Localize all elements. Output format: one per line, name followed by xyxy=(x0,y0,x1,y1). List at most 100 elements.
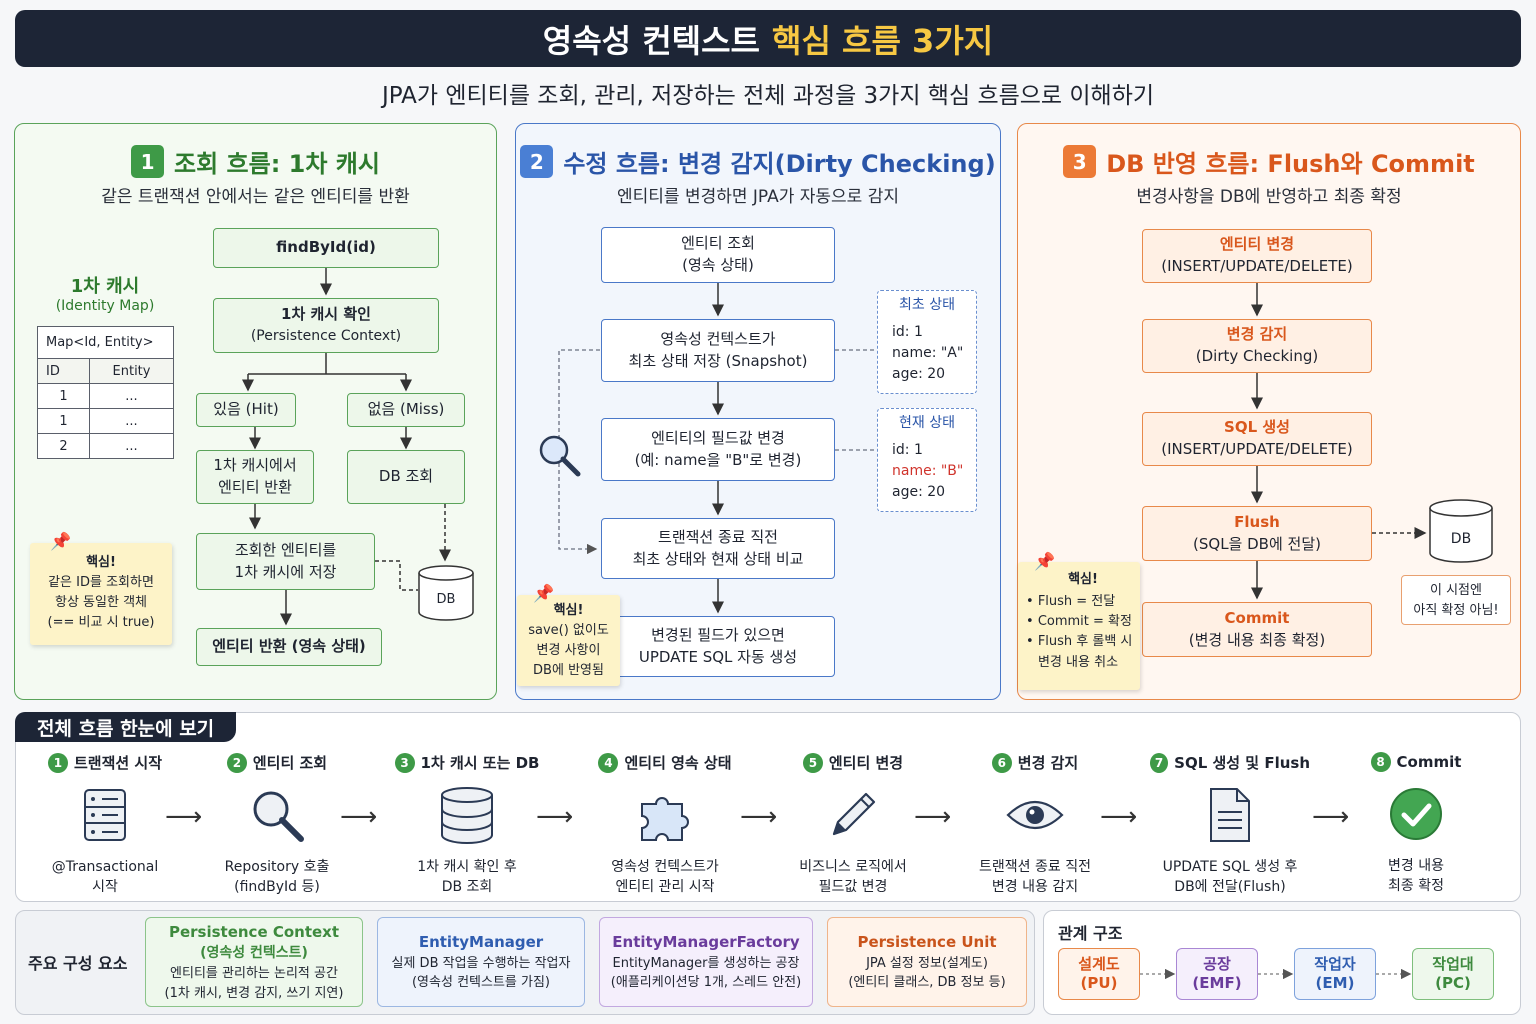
p3-box-sql-gen: SQL 생성 (INSERT/UPDATE/DELETE) xyxy=(1142,412,1372,466)
step-number: 8 xyxy=(1370,752,1391,772)
current-name: name: "B" xyxy=(892,463,964,479)
magnifier-icon xyxy=(539,435,581,477)
p1-note-line1: 같은 ID를 조회하면 xyxy=(48,575,154,591)
step-desc: 1차 캐시 확인 후 xyxy=(417,859,517,875)
p2-b1-line2: (영속 상태) xyxy=(682,256,754,274)
step-desc: 변경 내용 감지 xyxy=(991,879,1079,896)
database-icon xyxy=(1429,499,1493,563)
p3-note-line3: • Flush 후 롤백 시 xyxy=(1026,634,1133,650)
current-state-card: 현재 상태 id: 1 name: "B" age: 20 xyxy=(877,408,977,512)
rel-b: (EM) xyxy=(1315,974,1355,992)
comp-desc: (1차 캐시, 변경 감지, 쓰기 지연) xyxy=(164,985,344,1001)
p3-b1-sub: (INSERT/UPDATE/DELETE) xyxy=(1161,257,1353,275)
title-highlight: 핵심 흐름 3가지 xyxy=(772,21,994,60)
step-desc: DB에 전달(Flush) xyxy=(1174,879,1286,896)
cache-col-entity: Entity xyxy=(89,358,174,384)
arrow-right-icon: ⟶ xyxy=(740,802,778,832)
p3-b5-sub: (변경 내용 최종 확정) xyxy=(1188,630,1326,649)
panel1-subtitle: 같은 트랜잭션 안에서는 같은 엔티티를 반환 xyxy=(101,187,410,207)
arrow-right-icon: ⟶ xyxy=(914,802,952,832)
p2-note-line3: DB에 반영됨 xyxy=(533,663,604,679)
panel2-number: 2 xyxy=(520,145,554,178)
step-desc: 엔티티 관리 시작 xyxy=(615,879,715,896)
step-desc: 변경 내용 xyxy=(1388,858,1444,874)
p3-b4-sub: (SQL을 DB에 전달) xyxy=(1193,534,1321,553)
component-entity-manager-factory: EntityManagerFactory EntityManager를 생성하는… xyxy=(599,917,813,1007)
current-id: id: 1 xyxy=(892,442,923,458)
comp-desc: (영속성 컨텍스트를 가짐) xyxy=(411,975,550,991)
relation-emf: 공장(EMF) xyxy=(1176,948,1258,1000)
eye-icon xyxy=(955,779,1115,851)
component-persistence-unit: Persistence Unit JPA 설정 정보(설계도) (엔티티 클래스… xyxy=(827,917,1027,1007)
p3-b2-title: 변경 감지 xyxy=(1226,325,1288,344)
panel1-key-note: 핵심! 같은 ID를 조회하면 항상 동일한 객체 (== 비교 시 true) xyxy=(30,543,172,645)
check-circle-icon xyxy=(1336,778,1496,850)
step-head: SQL 생성 및 Flush xyxy=(1174,754,1310,772)
comp-desc: JPA 설정 정보(설계도) xyxy=(866,955,988,971)
p3-b3-sub: (INSERT/UPDATE/DELETE) xyxy=(1161,440,1353,458)
panel1-title: 1 조회 흐름: 1차 캐시 xyxy=(15,144,496,179)
comp-desc: (애플리케이션당 1개, 스레드 안전) xyxy=(610,975,802,991)
p2-box-snapshot: 영속성 컨텍스트가 최초 상태 저장 (Snapshot) xyxy=(601,319,835,382)
db-note-line2: 아직 확정 아님! xyxy=(1413,602,1499,618)
rel-a: 공장 xyxy=(1203,954,1231,973)
step-head: 엔티티 영속 상태 xyxy=(624,754,732,772)
pencil-icon xyxy=(773,779,933,851)
p2-note-title: 핵심! xyxy=(553,603,584,618)
rel-b: (PU) xyxy=(1080,974,1118,992)
pin-icon: 📌 xyxy=(1034,552,1056,572)
snapshot-state-card: 최초 상태 id: 1 name: "A" age: 20 xyxy=(877,290,977,394)
p3-db-label: DB xyxy=(1450,531,1472,547)
p1-note-line3: (== 비교 시 true) xyxy=(47,615,155,631)
final-return-box: 엔티티 반환 (영속 상태) xyxy=(196,628,382,666)
snapshot-id: id: 1 xyxy=(892,324,923,340)
p2-b3-line2: (예: name을 "B"로 변경) xyxy=(634,450,802,469)
p3-b2-sub: (Dirty Checking) xyxy=(1195,347,1319,365)
rel-a: 작업자 xyxy=(1314,954,1356,973)
p2-b1-line1: 엔티티 조회 xyxy=(681,234,755,253)
cache-cell: ... xyxy=(89,433,174,459)
p2-b5-line1: 변경된 필드가 있으면 xyxy=(651,625,785,644)
p1-db-label: DB xyxy=(436,592,456,607)
db-warning-callout: 이 시점엔 아직 확정 아님! xyxy=(1401,575,1511,625)
check-cache-box: 1차 캐시 확인 (Persistence Context) xyxy=(213,298,439,353)
comp-title-sub: (영속성 컨텍스트) xyxy=(200,945,308,962)
p2-note-line1: save() 없이도 xyxy=(528,623,609,639)
p3-note-line2: • Commit = 확정 xyxy=(1026,614,1132,630)
cache-table-header: Map<Id, Entity> xyxy=(37,326,174,359)
pin-icon: 📌 xyxy=(533,584,555,604)
panel2-key-note: 핵심! save() 없이도 변경 사항이 DB에 반영됨 xyxy=(517,595,620,686)
cache-title: 1차 캐시 xyxy=(70,276,140,297)
cache-subtitle: (Identity Map) xyxy=(55,298,155,314)
relation-em: 작업자(EM) xyxy=(1294,948,1376,1000)
db-query-box: DB 조회 xyxy=(347,450,465,504)
relation-pc: 작업대(PC) xyxy=(1412,948,1494,1000)
p2-b2-line2: 최초 상태 저장 (Snapshot) xyxy=(628,351,808,370)
store-line2: 1차 캐시에 저장 xyxy=(234,562,337,581)
puzzle-icon xyxy=(585,779,745,851)
step-desc: (findById 등) xyxy=(234,879,320,896)
step-desc: 필드값 변경 xyxy=(818,879,888,896)
panel3-subtitle: 변경사항을 DB에 반영하고 최종 확정 xyxy=(1136,187,1402,207)
database-icon xyxy=(418,565,474,621)
store-in-cache-box: 조회한 엔티티를 1차 캐시에 저장 xyxy=(196,533,375,590)
snapshot-name: name: "A" xyxy=(892,345,964,361)
step-head: 엔티티 조회 xyxy=(252,754,328,772)
comp-desc: 엔티티를 관리하는 논리적 공간 xyxy=(170,966,338,982)
step-head: 변경 감지 xyxy=(1017,754,1079,772)
step-number: 1 xyxy=(47,752,68,773)
panel3-title-text: DB 반영 흐름: Flush와 Commit xyxy=(1106,150,1475,178)
snapshot-title: 최초 상태 xyxy=(899,297,955,313)
step-desc: 시작 xyxy=(92,879,118,896)
p2-b4-line2: 최초 상태와 현재 상태 비교 xyxy=(632,549,804,568)
check-cache-label: 1차 캐시 확인 xyxy=(281,305,371,324)
step-head: 1차 캐시 또는 DB xyxy=(420,754,540,772)
step-number: 5 xyxy=(802,752,823,773)
